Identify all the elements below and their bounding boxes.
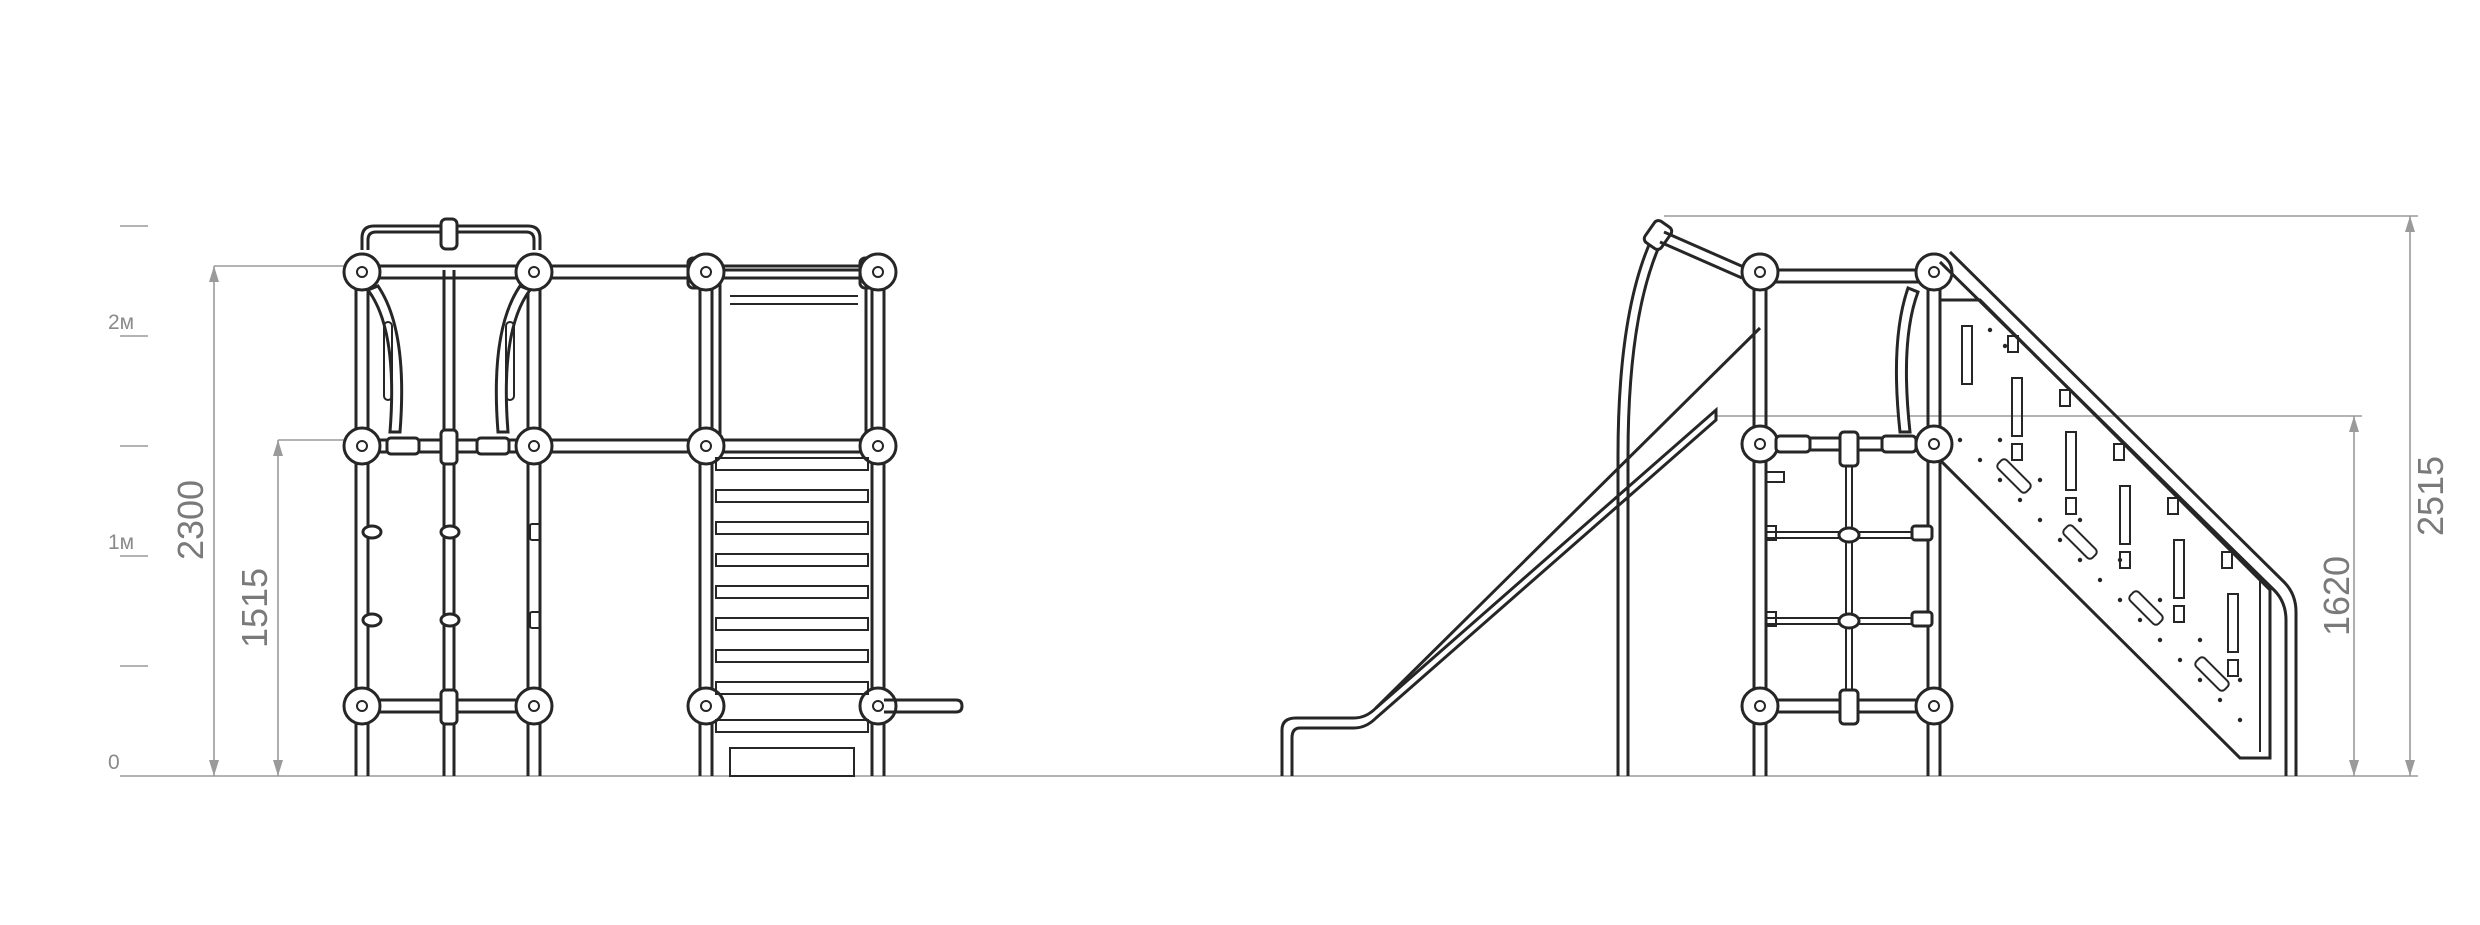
side-platform-height-label: 1620 bbox=[2316, 556, 2357, 636]
side-overall-height-label: 2515 bbox=[2410, 456, 2451, 536]
side-view-dimensions: 2515 1620 bbox=[1664, 215, 2451, 776]
front-platform-height-label: 1515 bbox=[234, 568, 275, 648]
stair-treads bbox=[1961, 325, 2239, 677]
scale-label-2m: 2м bbox=[108, 311, 134, 334]
scale-label-1m: 1м bbox=[108, 531, 134, 554]
side-view-structure bbox=[1280, 219, 2298, 776]
ladder-rungs bbox=[715, 457, 869, 777]
height-scale: 2м 1м 0 bbox=[108, 225, 148, 777]
stair-rails bbox=[1996, 458, 2230, 692]
scale-label-0: 0 bbox=[108, 751, 120, 774]
front-view-structure bbox=[342, 217, 964, 777]
stair-holes bbox=[1957, 327, 2243, 723]
front-overall-height-label: 2300 bbox=[170, 480, 211, 560]
front-view-dimensions: 2300 1515 bbox=[170, 265, 352, 776]
